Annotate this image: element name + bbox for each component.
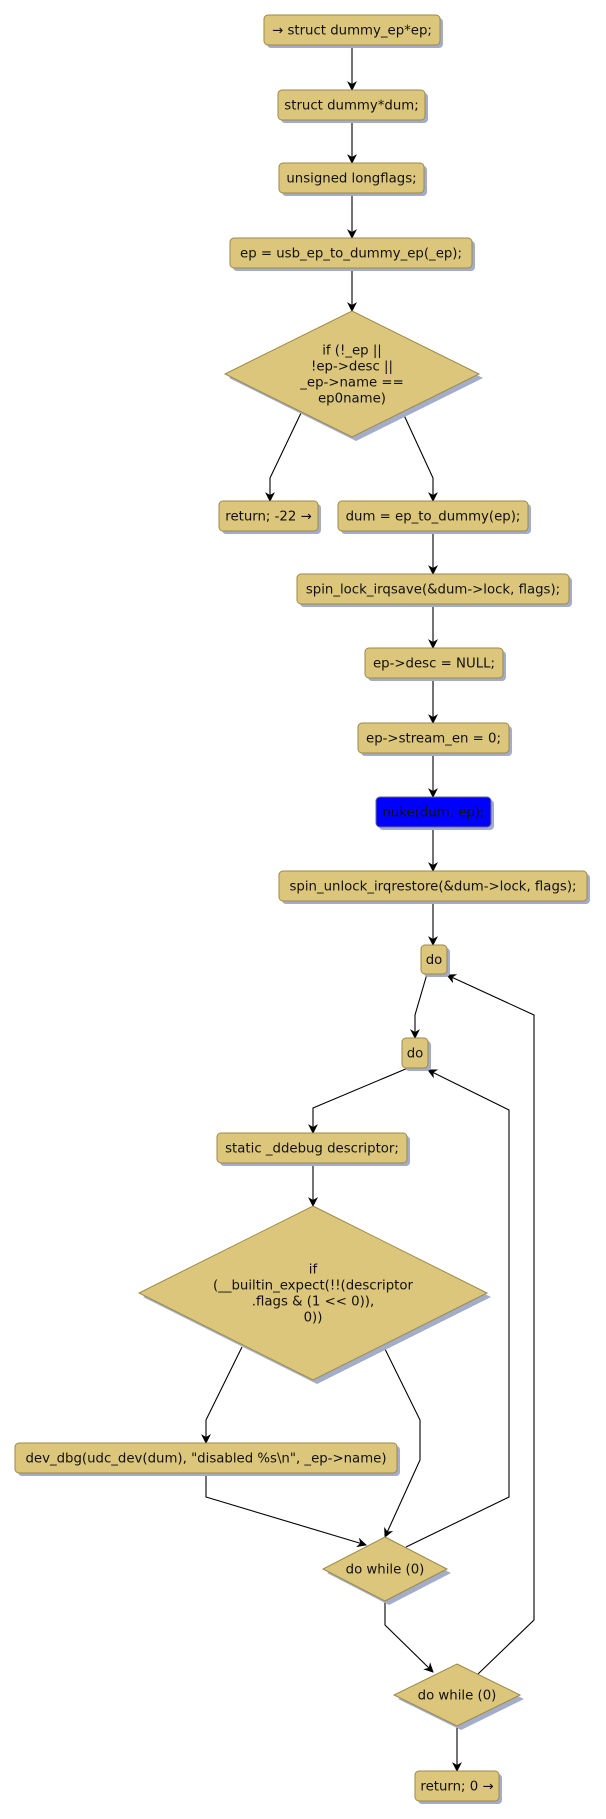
edge-n5-to-n6	[265, 412, 302, 502]
node-label: spin_unlock_irqrestore(&dum->lock, flags…	[289, 880, 576, 895]
edge-n16-to-n17	[201, 1346, 243, 1444]
node-label: spin_lock_irqsave(&dum->lock, flags);	[306, 583, 560, 598]
diamond-shape	[137, 1205, 489, 1381]
node-label: → struct dummy_ep*ep;	[272, 24, 432, 39]
edge-n17-to-n18	[205, 1473, 367, 1548]
node-label: struct dummy*dum;	[284, 99, 418, 114]
box-shape	[401, 1037, 429, 1069]
node-label: nuke(dum, ep);	[382, 806, 484, 821]
node-label: _ep->name ==	[299, 376, 403, 391]
statement-node-n11[interactable]: nuke(dum, ep);	[375, 796, 494, 830]
node-label: do while (0)	[346, 1563, 425, 1578]
box-shape	[229, 237, 473, 269]
statement-node-n17[interactable]: dev_dbg(udc_dev(dum), "disabled %s\n", _…	[14, 1442, 400, 1476]
box-shape	[414, 1770, 500, 1802]
edge-n19-to-n13-loop-back	[446, 974, 535, 1675]
decision-node-n18[interactable]: do while (0)	[321, 1536, 451, 1605]
statement-node-n6[interactable]: return; -22 →	[218, 500, 321, 534]
statement-node-n14[interactable]: do	[401, 1037, 431, 1071]
statement-node-n4[interactable]: ep = usb_ep_to_dummy_ep(_ep);	[229, 237, 475, 271]
edges-layer	[201, 45, 535, 1772]
statement-node-n15[interactable]: static _ddebug descriptor;	[216, 1132, 410, 1166]
box-shape	[277, 89, 426, 121]
nodes-layer: → struct dummy_ep*ep;struct dummy*dum; un…	[14, 14, 590, 1804]
node-label: ep = usb_ep_to_dummy_ep(_ep);	[240, 247, 462, 262]
node-label: return; 0 →	[420, 1780, 493, 1795]
edge-n5-to-n7	[402, 412, 438, 502]
box-shape	[263, 14, 441, 46]
box-shape	[278, 870, 588, 902]
node-label: !ep->desc ||	[311, 360, 393, 375]
box-shape	[357, 722, 510, 754]
diamond-shape	[223, 310, 481, 438]
node-label: return; -22 →	[225, 510, 311, 525]
node-label: .flags & (1 << 0)),	[252, 1295, 374, 1310]
diamond-shape	[321, 1536, 449, 1602]
box-shape	[278, 162, 425, 194]
box-shape	[14, 1442, 398, 1474]
edge-n16-to-n18	[382, 1344, 421, 1538]
edge-n13-to-n14	[410, 973, 428, 1039]
node-label: do	[426, 953, 443, 968]
statement-node-n8[interactable]: spin_lock_irqsave(&dum->lock, flags);	[296, 573, 572, 607]
decision-node-n19[interactable]: do while (0)	[392, 1663, 524, 1730]
edge-n18-to-n19	[384, 1600, 434, 1673]
node-label: if (!_ep ||	[322, 344, 382, 359]
statement-node-n1[interactable]: → struct dummy_ep*ep;	[263, 14, 443, 48]
node-label: if	[309, 1263, 318, 1278]
statement-node-n9[interactable]: ep->desc = NULL;	[364, 647, 506, 681]
statement-node-n12[interactable]: spin_unlock_irqrestore(&dum->lock, flags…	[278, 870, 590, 904]
box-shape	[296, 573, 570, 605]
statement-node-n13[interactable]: do	[420, 944, 450, 977]
box-shape	[420, 944, 448, 975]
box-shape	[364, 647, 504, 679]
node-label: (__builtin_expect(!!(descriptor	[213, 1279, 414, 1294]
statement-node-n3[interactable]: unsigned longflags;	[278, 162, 427, 196]
node-label: static _ddebug descriptor;	[225, 1142, 399, 1157]
node-label: dev_dbg(udc_dev(dum), "disabled %s\n", _…	[25, 1452, 386, 1467]
node-label: 0))	[304, 1311, 323, 1326]
edge-n14-to-n15	[308, 1067, 409, 1134]
statement-node-n7[interactable]: dum = ep_to_dummy(ep);	[337, 500, 531, 534]
node-label: do	[407, 1047, 424, 1062]
node-label: ep0name)	[318, 392, 386, 407]
node-label: do while (0)	[418, 1689, 497, 1704]
box-shape	[375, 796, 492, 828]
node-label: unsigned longflags;	[286, 172, 416, 187]
box-shape	[218, 500, 319, 532]
decision-node-n5[interactable]: if (!_ep ||!ep->desc ||_ep->name ==ep0na…	[223, 310, 483, 441]
statement-node-n2[interactable]: struct dummy*dum;	[277, 89, 428, 123]
statement-node-n10[interactable]: ep->stream_en = 0;	[357, 722, 512, 756]
diamond-shape	[392, 1663, 522, 1727]
statement-node-n20[interactable]: return; 0 →	[414, 1770, 502, 1804]
edge-n18-to-n14-loop-back	[405, 1069, 510, 1548]
decision-node-n16[interactable]: if(__builtin_expect(!!(descriptor.flags …	[137, 1205, 491, 1384]
box-shape	[216, 1132, 408, 1164]
box-shape	[337, 500, 529, 532]
node-label: ep->desc = NULL;	[373, 657, 495, 672]
node-label: ep->stream_en = 0;	[366, 732, 501, 747]
node-label: dum = ep_to_dummy(ep);	[346, 510, 521, 525]
